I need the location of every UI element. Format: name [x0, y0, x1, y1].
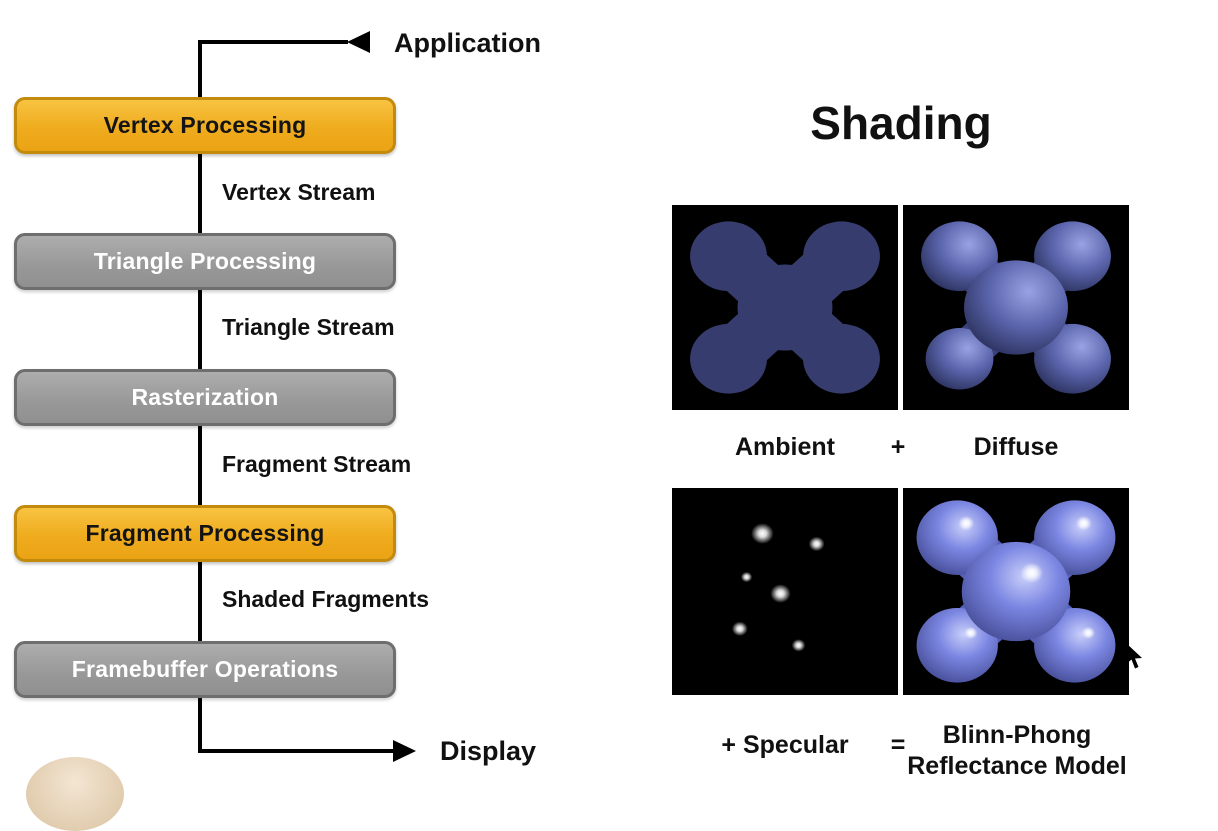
specular-highlights-graphic: [672, 488, 898, 695]
stage-label: Vertex Processing: [103, 112, 307, 138]
blinn-phong-label-line1: Blinn-Phong: [942, 721, 1092, 749]
application-label: Application: [394, 28, 541, 58]
ambient-blob-graphic: [672, 205, 898, 410]
display-connector-line: [198, 749, 394, 753]
stage-label: Fragment Processing: [85, 520, 325, 546]
blinn-phong-label: Blinn-Phong Reflectance Model: [897, 720, 1137, 783]
pipeline-stage-framebuffer-operations: Framebuffer Operations: [14, 641, 396, 698]
application-connector-line: [200, 40, 348, 44]
mouse-cursor-icon: [1124, 643, 1144, 675]
diffuse-label: Diffuse: [973, 433, 1059, 461]
diffuse-blob-graphic: [903, 205, 1129, 410]
pipeline-stage-fragment-processing: Fragment Processing: [14, 505, 396, 562]
ambient-label: Ambient: [735, 433, 835, 461]
stage-label: Triangle Processing: [93, 248, 317, 274]
stream-label-vertex-stream: Vertex Stream: [222, 179, 376, 205]
blinn-phong-label-line2: Reflectance Model: [907, 752, 1127, 781]
stream-label-fragment-stream: Fragment Stream: [222, 451, 412, 477]
diffuse-render-panel: [903, 205, 1129, 410]
stream-label-shaded-fragments: Shaded Fragments: [222, 586, 430, 612]
pipeline-stage-vertex-processing: Vertex Processing: [14, 97, 396, 154]
plus-operator: +: [890, 433, 906, 461]
presenter-webcam-overlay: [26, 757, 124, 831]
pipeline-stage-triangle-processing: Triangle Processing: [14, 233, 396, 290]
arrow-right-icon: [393, 740, 416, 762]
blinn-phong-render-panel: [903, 488, 1129, 695]
stream-label-triangle-stream: Triangle Stream: [222, 314, 395, 340]
display-label: Display: [440, 736, 537, 766]
stage-label: Rasterization: [131, 384, 279, 410]
equals-operator: =: [890, 731, 906, 759]
arrow-left-icon: [347, 31, 370, 53]
blinn-phong-blob-graphic: [903, 488, 1129, 695]
stage-label: Framebuffer Operations: [71, 656, 339, 682]
specular-render-panel: [672, 488, 898, 695]
specular-label: + Specular: [721, 731, 849, 759]
ambient-render-panel: [672, 205, 898, 410]
shading-title: Shading: [810, 97, 992, 149]
pipeline-stage-rasterization: Rasterization: [14, 369, 396, 426]
